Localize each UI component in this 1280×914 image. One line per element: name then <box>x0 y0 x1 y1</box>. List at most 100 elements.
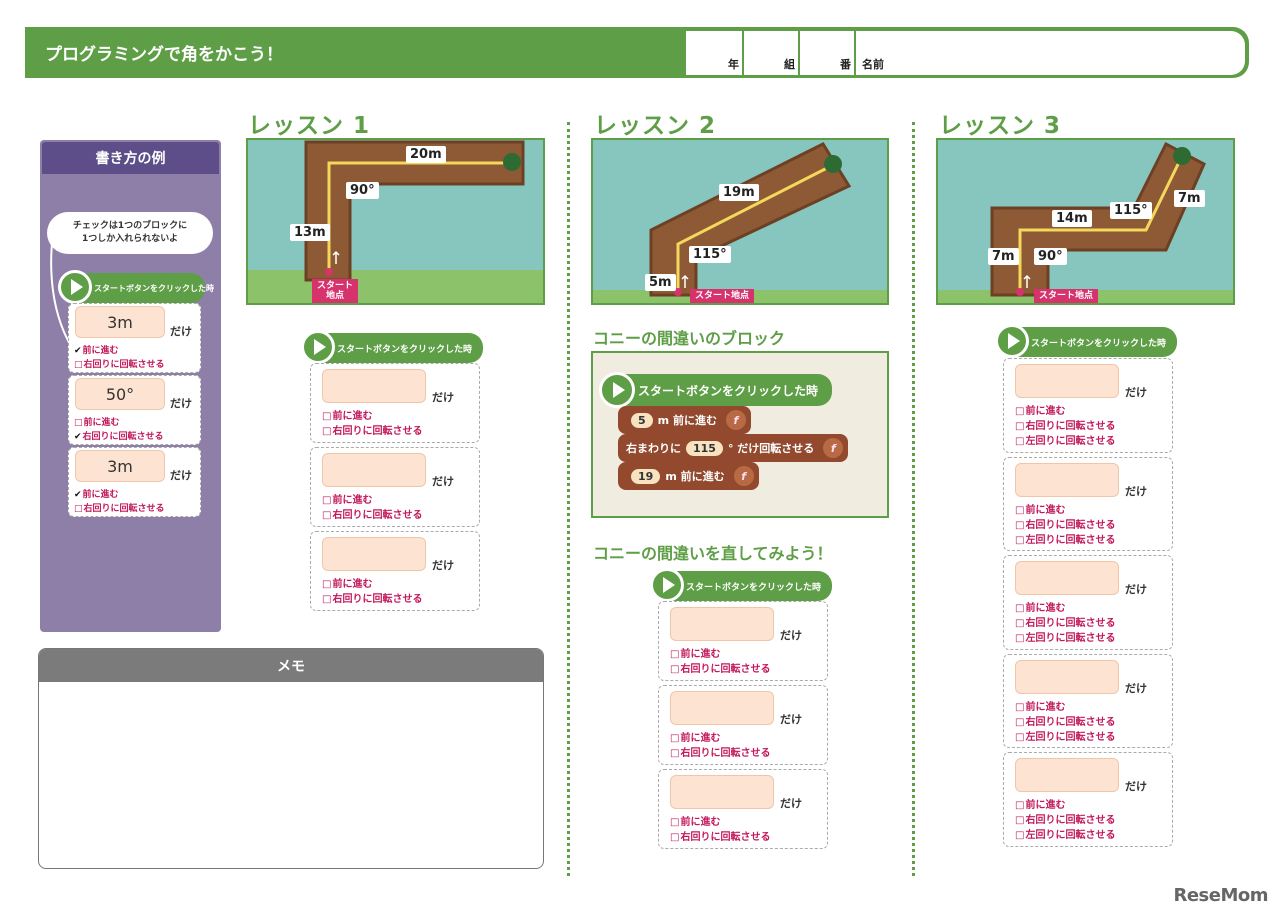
wrong-blocks-title: コニーの間違いのブロック <box>593 329 786 348</box>
dake-label: だけ <box>432 559 454 572</box>
lesson2-label-19m: 19m <box>719 184 759 201</box>
lesson1-option-forward[interactable]: 前に進む <box>322 491 372 506</box>
lesson2-label-5m: 5m <box>645 274 676 291</box>
memo-title: メモ <box>39 649 543 682</box>
function-icon: f <box>725 410 746 430</box>
lesson3-value-input[interactable] <box>1015 561 1119 595</box>
function-icon: f <box>733 466 754 486</box>
lesson3-title: レッスン 3 <box>939 113 1062 139</box>
lesson3-value-input[interactable] <box>1015 758 1119 792</box>
lesson1-title: レッスン 1 <box>248 113 371 139</box>
option-forward: 前に進む <box>74 415 120 428</box>
lesson3-option-turn-right[interactable]: 右回りに回転させる <box>1015 614 1115 629</box>
lesson1-label-13m: 13m <box>290 224 330 241</box>
lesson3-value-input[interactable] <box>1015 659 1119 694</box>
lesson1-value-input[interactable] <box>322 537 426 571</box>
dake-label: だけ <box>432 475 454 488</box>
lesson3-option-turn-right[interactable]: 右回りに回転させる <box>1015 516 1115 531</box>
start-hat-block: スタートボタンをクリックした時 <box>58 270 214 304</box>
example-value-field: 3m <box>75 450 165 482</box>
lesson1-map: 20m 90° 13m スタート 地点 <box>246 138 545 305</box>
lesson3-option-forward[interactable]: 前に進む <box>1015 796 1065 811</box>
lesson2-value-input[interactable] <box>670 691 774 725</box>
wrong-start-hat: スタートボタンをクリックした時 <box>599 372 833 408</box>
lesson3-option-turn-right[interactable]: 右回りに回転させる <box>1015 417 1115 432</box>
lesson3-label-7m-left: 7m <box>988 248 1019 265</box>
lesson2-value-input[interactable] <box>670 775 774 809</box>
class-field[interactable]: 組 <box>744 31 800 75</box>
option-turn-right: 右回りに回転させる <box>74 357 165 370</box>
function-icon: f <box>823 438 844 458</box>
lesson1-option-forward[interactable]: 前に進む <box>322 407 372 422</box>
lesson3-option-turn-left[interactable]: 左回りに回転させる <box>1015 826 1115 841</box>
dake-label: だけ <box>432 391 454 404</box>
lesson2-label-115deg: 115° <box>689 246 731 263</box>
lesson3-option-turn-left[interactable]: 左回りに回転させる <box>1015 728 1115 743</box>
dake-label: だけ <box>170 325 192 338</box>
lesson3-option-forward[interactable]: 前に進む <box>1015 698 1065 713</box>
memo-box[interactable]: メモ <box>38 648 544 869</box>
lesson1-path-drawing <box>248 140 543 303</box>
lesson3-option-turn-left[interactable]: 左回りに回転させる <box>1015 531 1115 546</box>
play-icon <box>995 324 1029 358</box>
name-field[interactable]: 名前 <box>862 58 884 71</box>
lesson3-option-turn-right[interactable]: 右回りに回転させる <box>1015 811 1115 826</box>
lesson3-start-hat: スタートボタンをクリックした時 <box>995 324 1177 358</box>
lesson3-value-input[interactable] <box>1015 462 1119 497</box>
dake-label: だけ <box>780 629 802 642</box>
year-field[interactable]: 年 <box>686 31 744 75</box>
play-icon <box>650 568 684 602</box>
fix-title: コニーの間違いを直してみよう！ <box>593 544 833 563</box>
lesson1-start-hat: スタートボタンをクリックした時 <box>301 330 483 364</box>
lesson1-option-turn-right[interactable]: 右回りに回転させる <box>322 422 422 437</box>
lesson3-option-turn-right[interactable]: 右回りに回転させる <box>1015 713 1115 728</box>
dake-label: だけ <box>1125 386 1147 399</box>
lesson3-option-forward[interactable]: 前に進む <box>1015 402 1065 417</box>
wrong-block-forward-19: 19 m 前に進む f <box>618 462 759 490</box>
lesson3-label-115deg: 115° <box>1110 202 1152 219</box>
dake-label: だけ <box>780 797 802 810</box>
play-icon <box>301 330 335 364</box>
lesson2-option-turn-right[interactable]: 右回りに回転させる <box>670 660 770 675</box>
number-field[interactable]: 番 <box>800 31 856 75</box>
lesson1-value-input[interactable] <box>322 453 426 487</box>
lesson3-label-90deg: 90° <box>1034 248 1067 265</box>
column-divider <box>912 122 915 876</box>
lesson2-path-drawing <box>593 142 887 303</box>
lesson3-option-forward[interactable]: 前に進む <box>1015 599 1065 614</box>
wrong-block-turn-115: 右まわりに 115 ° だけ回転させる f <box>618 434 849 462</box>
lesson2-map: 19m 115° 5m スタート地点 <box>591 138 889 305</box>
lesson3-option-turn-left[interactable]: 左回りに回転させる <box>1015 629 1115 644</box>
lesson2-title: レッスン 2 <box>594 113 717 139</box>
lesson1-option-forward[interactable]: 前に進む <box>322 575 372 590</box>
lesson2-option-forward[interactable]: 前に進む <box>670 813 720 828</box>
lesson3-label-14m: 14m <box>1052 210 1092 227</box>
lesson3-value-input[interactable] <box>1015 364 1119 398</box>
lesson2-option-forward[interactable]: 前に進む <box>670 729 720 744</box>
lesson2-option-forward[interactable]: 前に進む <box>670 645 720 660</box>
lesson2-value-input[interactable] <box>670 607 774 641</box>
dake-label: だけ <box>170 397 192 410</box>
lesson2-option-turn-right[interactable]: 右回りに回転させる <box>670 828 770 843</box>
start-point-tag: スタート 地点 <box>312 279 359 303</box>
dake-label: だけ <box>1125 780 1147 793</box>
option-turn-right: 右回りに回転させる <box>74 501 165 514</box>
lesson1-option-turn-right[interactable]: 右回りに回転させる <box>322 590 422 605</box>
example-value-field: 50° <box>75 378 165 410</box>
dake-label: だけ <box>1125 681 1147 695</box>
lesson2-option-turn-right[interactable]: 右回りに回転させる <box>670 744 770 759</box>
dake-label: だけ <box>1125 484 1147 498</box>
lesson1-label-90deg: 90° <box>346 182 379 199</box>
wrong-block-forward-5: 5 m 前に進む f <box>618 406 751 434</box>
lesson3-option-forward[interactable]: 前に進む <box>1015 501 1065 516</box>
lesson3-label-7m-right: 7m <box>1174 190 1205 207</box>
start-point-tag: スタート地点 <box>1034 289 1099 303</box>
lesson1-option-turn-right[interactable]: 右回りに回転させる <box>322 506 422 521</box>
lesson1-value-input[interactable] <box>322 369 426 403</box>
dake-label: だけ <box>1125 583 1147 596</box>
lesson3-option-turn-left[interactable]: 左回りに回転させる <box>1015 432 1115 447</box>
lesson3-map: 14m 115° 7m 7m 90° スタート地点 <box>936 138 1235 305</box>
resemom-logo: ReseMom <box>1173 885 1268 906</box>
dake-label: だけ <box>170 469 192 482</box>
